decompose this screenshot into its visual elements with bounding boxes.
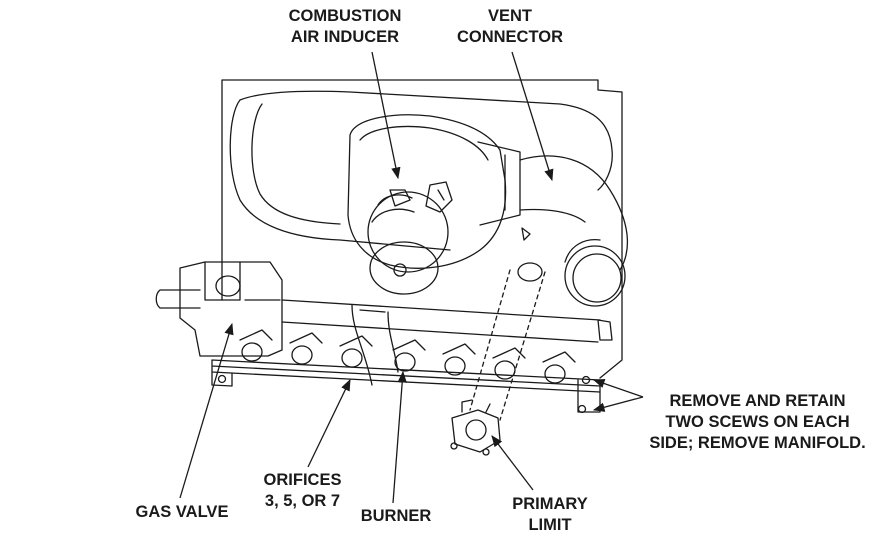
leader-remove-screws-lower (592, 396, 644, 412)
inducer-motor (367, 191, 449, 273)
label-line: GAS VALVE (135, 503, 229, 521)
inducer-motor-face (369, 241, 439, 295)
leader-burner (392, 370, 407, 504)
gas-valve-knob (215, 275, 241, 297)
label-line: TWO SCEWS ON EACH (665, 413, 850, 431)
motor-bracket (425, 181, 453, 213)
label-line: ORIFICES (263, 471, 342, 489)
label-line: VENT (487, 7, 532, 25)
inducer-housing (229, 90, 613, 251)
primary-limit-terminals (461, 399, 491, 413)
label-combustion-air-inducer: COMBUSTION AIR INDUCER (270, 6, 420, 48)
limit-screw (450, 442, 458, 450)
manifold-screw (581, 375, 591, 385)
back-panel (221, 79, 623, 379)
label-line: SIDE; REMOVE MANIFOLD. (649, 434, 866, 452)
gas-inlet-pipe (155, 289, 201, 309)
motor-shaft (393, 263, 407, 277)
vent-pipe (519, 155, 629, 271)
label-line: CONNECTOR (456, 28, 564, 46)
inducer-rim-inner (359, 125, 489, 161)
vent-pipe-wall (564, 239, 601, 263)
label-line: LIMIT (528, 516, 572, 534)
leader-vent-connector (511, 51, 554, 182)
manifold-pipe (281, 299, 601, 343)
label-line: REMOVE AND RETAIN (669, 392, 846, 410)
label-line: COMBUSTION (288, 7, 402, 25)
gas-valve-body (179, 261, 283, 357)
manifold-screw (577, 404, 587, 414)
burner-row (239, 329, 576, 384)
label-line: PRIMARY (512, 495, 588, 513)
leader-gas-valve (179, 322, 234, 499)
label-line: 3, 5, OR 7 (264, 492, 341, 510)
leader-orifices (307, 378, 351, 468)
limit-screw (482, 448, 490, 456)
panel-plug (517, 262, 543, 282)
label-burner: BURNER (348, 506, 444, 527)
vent-pipe-end (564, 245, 626, 307)
motor-fins (371, 189, 415, 223)
label-line: BURNER (360, 507, 432, 525)
vent-pipe-end-inner (572, 253, 622, 303)
leader-remove-screws-upper (592, 379, 644, 398)
limit-leader-dashes (469, 269, 546, 421)
manifold-screw (217, 374, 227, 384)
label-orifices: ORIFICES 3, 5, OR 7 (245, 470, 360, 512)
label-primary-limit: PRIMARY LIMIT (488, 494, 612, 536)
leader-combustion-air-inducer (371, 51, 401, 180)
vent-transition (477, 141, 521, 226)
panel-screw (521, 227, 531, 241)
primary-limit (451, 409, 501, 453)
burner-rail-flange (211, 371, 601, 413)
inducer-casing (347, 114, 507, 269)
leader-primary-limit (491, 435, 534, 491)
panel-edge-bracket (597, 319, 613, 341)
gas-valve-detail (204, 261, 281, 301)
inducer-housing-rim (251, 103, 341, 225)
label-line: AIR INDUCER (290, 28, 400, 46)
label-vent-connector: VENT CONNECTOR (440, 6, 580, 48)
primary-limit-disc (465, 419, 487, 441)
burner-rail (211, 359, 601, 393)
label-gas-valve: GAS VALVE (118, 502, 246, 523)
label-remove-instruction: REMOVE AND RETAIN TWO SCEWS ON EACH SIDE… (630, 391, 885, 454)
